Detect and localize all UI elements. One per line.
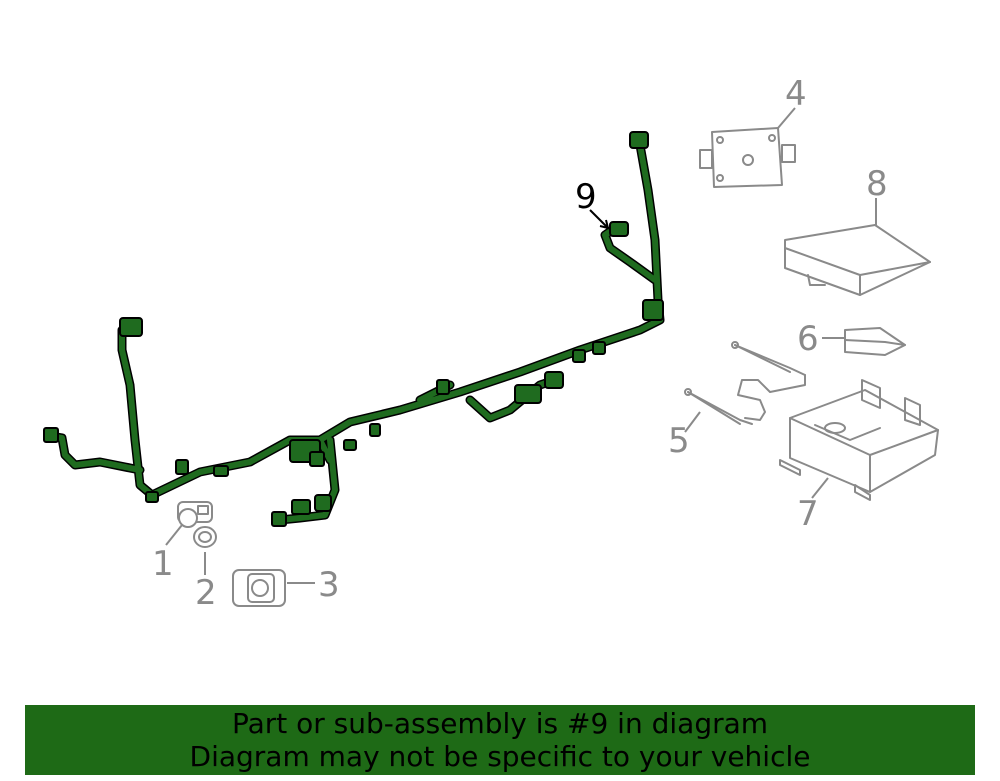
part-8-control-unit[interactable] [784, 224, 931, 296]
callout-5: 5 [668, 421, 690, 461]
part-5-sensor-cable[interactable] [684, 341, 806, 425]
callout-1: 1 [152, 544, 174, 584]
callout-4-leader [777, 107, 796, 129]
callout-5-leader [684, 411, 701, 433]
banner-line-2: Diagram may not be specific to your vehi… [189, 740, 811, 773]
part-1-sensor[interactable] [177, 501, 213, 528]
callout-9-arrowhead [599, 219, 610, 230]
part-7-tray[interactable] [779, 379, 939, 501]
parts-diagram: 9 1 2 3 4 8 [43, 74, 939, 613]
callout-3: 3 [318, 565, 340, 605]
part-4-module[interactable] [699, 127, 796, 188]
banner-line-1: Part or sub-assembly is #9 in diagram [231, 707, 769, 740]
part-2-grommet[interactable] [193, 526, 217, 548]
wiring-harness[interactable] [43, 131, 665, 527]
callout-9: 9 [575, 177, 597, 217]
callout-2: 2 [195, 573, 217, 613]
callout-7-leader [811, 477, 829, 499]
callout-9-leader [589, 209, 609, 229]
part-6-connector[interactable] [844, 327, 906, 356]
callout-1-leader [165, 524, 183, 546]
callout-8: 8 [866, 164, 888, 204]
info-banner: Part or sub-assembly is #9 in diagram Di… [25, 705, 975, 775]
callout-4: 4 [785, 74, 807, 114]
callout-6: 6 [797, 319, 819, 359]
part-3-bracket[interactable] [232, 569, 286, 607]
callout-7: 7 [797, 494, 819, 534]
